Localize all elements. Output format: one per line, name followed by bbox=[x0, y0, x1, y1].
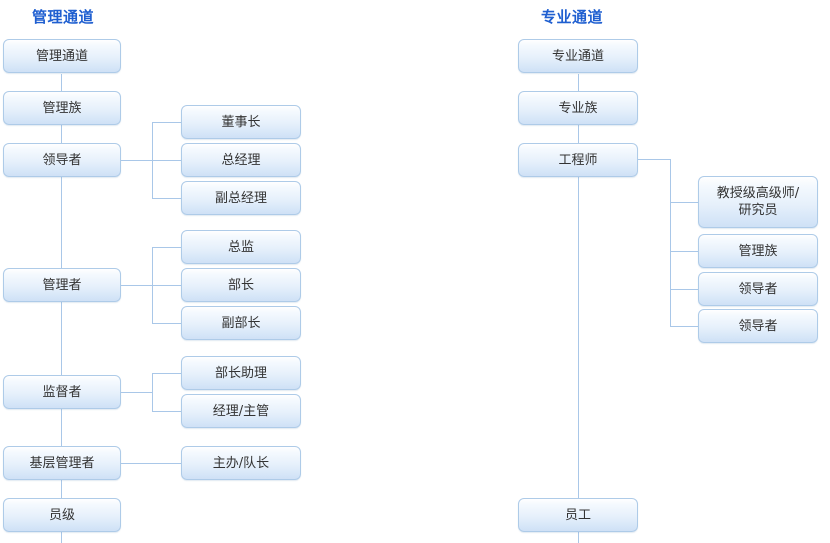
connector-supervisor-branch-2 bbox=[152, 411, 181, 412]
node-label: 员级 bbox=[48, 507, 75, 523]
connector-supervisor-spine bbox=[152, 373, 153, 412]
node-label: 领导者 bbox=[42, 152, 82, 168]
connector-manager-branch-2 bbox=[152, 285, 181, 286]
column-title-management: 管理通道 bbox=[32, 8, 95, 26]
connector-frontline-stem bbox=[121, 463, 181, 464]
connector-m6-tail bbox=[61, 532, 62, 543]
node-manager-supervisor[interactable]: 经理/主管 bbox=[181, 394, 301, 428]
node-department-head[interactable]: 部长 bbox=[181, 268, 301, 302]
node-label: 专业族 bbox=[558, 100, 598, 116]
node-leader[interactable]: 领导者 bbox=[3, 143, 121, 177]
node-label: 员工 bbox=[564, 507, 591, 523]
connector-leader-branch-2 bbox=[152, 160, 181, 161]
node-management-family[interactable]: 管理族 bbox=[3, 91, 121, 125]
node-professional-family[interactable]: 专业族 bbox=[518, 91, 638, 125]
connector-m5-m6 bbox=[61, 480, 62, 498]
node-deputy-department-head[interactable]: 副部长 bbox=[181, 306, 301, 340]
node-label: 专业通道 bbox=[551, 48, 604, 64]
node-label: 教授级高级师/ 研究员 bbox=[716, 186, 800, 218]
connector-manager-branch-3 bbox=[152, 323, 181, 324]
node-label: 领导者 bbox=[738, 281, 778, 297]
node-label: 经理/主管 bbox=[212, 403, 270, 419]
node-management-channel[interactable]: 管理通道 bbox=[3, 39, 121, 73]
node-label: 董事长 bbox=[221, 114, 261, 130]
node-label: 工程师 bbox=[558, 152, 598, 168]
node-supervisor[interactable]: 监督者 bbox=[3, 375, 121, 409]
node-staff-level[interactable]: 员级 bbox=[3, 498, 121, 532]
connector-engineer-spine bbox=[670, 159, 671, 326]
node-label: 基层管理者 bbox=[29, 455, 95, 471]
node-general-manager[interactable]: 总经理 bbox=[181, 143, 301, 177]
node-deputy-general-manager[interactable]: 副总经理 bbox=[181, 181, 301, 215]
node-manager[interactable]: 管理者 bbox=[3, 268, 121, 302]
node-frontline-manager[interactable]: 基层管理者 bbox=[3, 446, 121, 480]
node-chairman[interactable]: 董事长 bbox=[181, 105, 301, 139]
connector-m0-m1 bbox=[61, 74, 62, 92]
node-label: 部长 bbox=[227, 277, 254, 293]
connector-p3-tail bbox=[578, 532, 579, 543]
node-label: 副总经理 bbox=[214, 190, 267, 206]
node-professor-level-senior-engineer[interactable]: 教授级高级师/ 研究员 bbox=[698, 176, 818, 228]
node-label: 管理族 bbox=[42, 100, 82, 116]
node-right-leader-1[interactable]: 领导者 bbox=[698, 272, 818, 306]
node-label: 管理者 bbox=[42, 277, 82, 293]
connector-leader-branch-1 bbox=[152, 122, 181, 123]
node-director[interactable]: 总监 bbox=[181, 230, 301, 264]
node-employee[interactable]: 员工 bbox=[518, 498, 638, 532]
node-label: 总监 bbox=[227, 239, 254, 255]
connector-leader-branch-3 bbox=[152, 198, 181, 199]
node-label: 主办/队长 bbox=[212, 455, 270, 471]
connector-supervisor-stem bbox=[121, 392, 152, 393]
node-label: 管理族 bbox=[738, 243, 778, 259]
node-label: 监督者 bbox=[42, 384, 82, 400]
connector-engineer-branch-2 bbox=[670, 251, 698, 252]
connector-engineer-stem bbox=[638, 159, 670, 160]
node-label: 管理通道 bbox=[35, 48, 88, 64]
connector-m2-m3 bbox=[61, 177, 62, 268]
connector-p1-p2 bbox=[578, 125, 579, 143]
column-title-professional: 专业通道 bbox=[541, 8, 604, 26]
connector-supervisor-branch-1 bbox=[152, 373, 181, 374]
connector-p0-p1 bbox=[578, 74, 579, 92]
connector-engineer-branch-1 bbox=[670, 202, 698, 203]
node-label: 领导者 bbox=[738, 318, 778, 334]
node-engineer[interactable]: 工程师 bbox=[518, 143, 638, 177]
connector-m1-m2 bbox=[61, 125, 62, 143]
connector-manager-stem bbox=[121, 285, 152, 286]
node-assistant-department-head[interactable]: 部长助理 bbox=[181, 356, 301, 390]
connector-m4-m5 bbox=[61, 409, 62, 446]
node-label: 总经理 bbox=[221, 152, 261, 168]
connector-engineer-branch-4 bbox=[670, 326, 698, 327]
node-label: 部长助理 bbox=[214, 365, 267, 381]
node-professional-channel[interactable]: 专业通道 bbox=[518, 39, 638, 73]
node-officer-team-leader[interactable]: 主办/队长 bbox=[181, 446, 301, 480]
connector-m3-m4 bbox=[61, 302, 62, 375]
node-label: 副部长 bbox=[221, 315, 261, 331]
connector-engineer-branch-3 bbox=[670, 289, 698, 290]
node-right-management-family[interactable]: 管理族 bbox=[698, 234, 818, 268]
connector-manager-branch-1 bbox=[152, 247, 181, 248]
node-right-leader-2[interactable]: 领导者 bbox=[698, 309, 818, 343]
connector-p2-p3 bbox=[578, 177, 579, 498]
connector-leader-stem bbox=[121, 160, 152, 161]
